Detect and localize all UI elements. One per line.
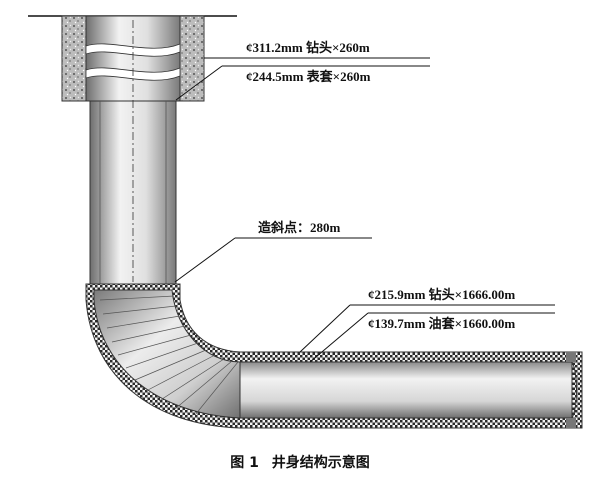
production-casing-horizontal: [239, 361, 573, 419]
leader-production-hole: [299, 304, 351, 353]
drill-wave-1: [85, 43, 181, 57]
label-production-hole: ¢215.9mm 钻头×1666.00m: [368, 287, 516, 302]
figure-title: 井身结构示意图: [271, 455, 370, 471]
casing-end-cap: [571, 361, 577, 419]
label-surface-hole: ¢311.2mm 钻头×260m: [246, 40, 370, 55]
leader-kickoff: [174, 237, 236, 283]
figure-number: 图 1: [230, 455, 259, 471]
figure-caption: 图 1 井身结构示意图: [0, 452, 600, 472]
label-production-casing: ¢139.7mm 油套×1660.00m: [368, 316, 516, 331]
label-surface-casing: ¢244.5mm 表套×260m: [246, 69, 371, 84]
surface-cement-left: [61, 15, 87, 102]
bend-segments: [99, 295, 239, 416]
shoe-top: [566, 352, 576, 362]
label-kickoff-point: 造斜点：280m: [258, 220, 341, 235]
surface-cement-right: [179, 15, 205, 102]
leader-production-casing: [309, 312, 369, 363]
shoe-bottom: [566, 418, 576, 428]
leader-surface-casing: [175, 65, 223, 101]
